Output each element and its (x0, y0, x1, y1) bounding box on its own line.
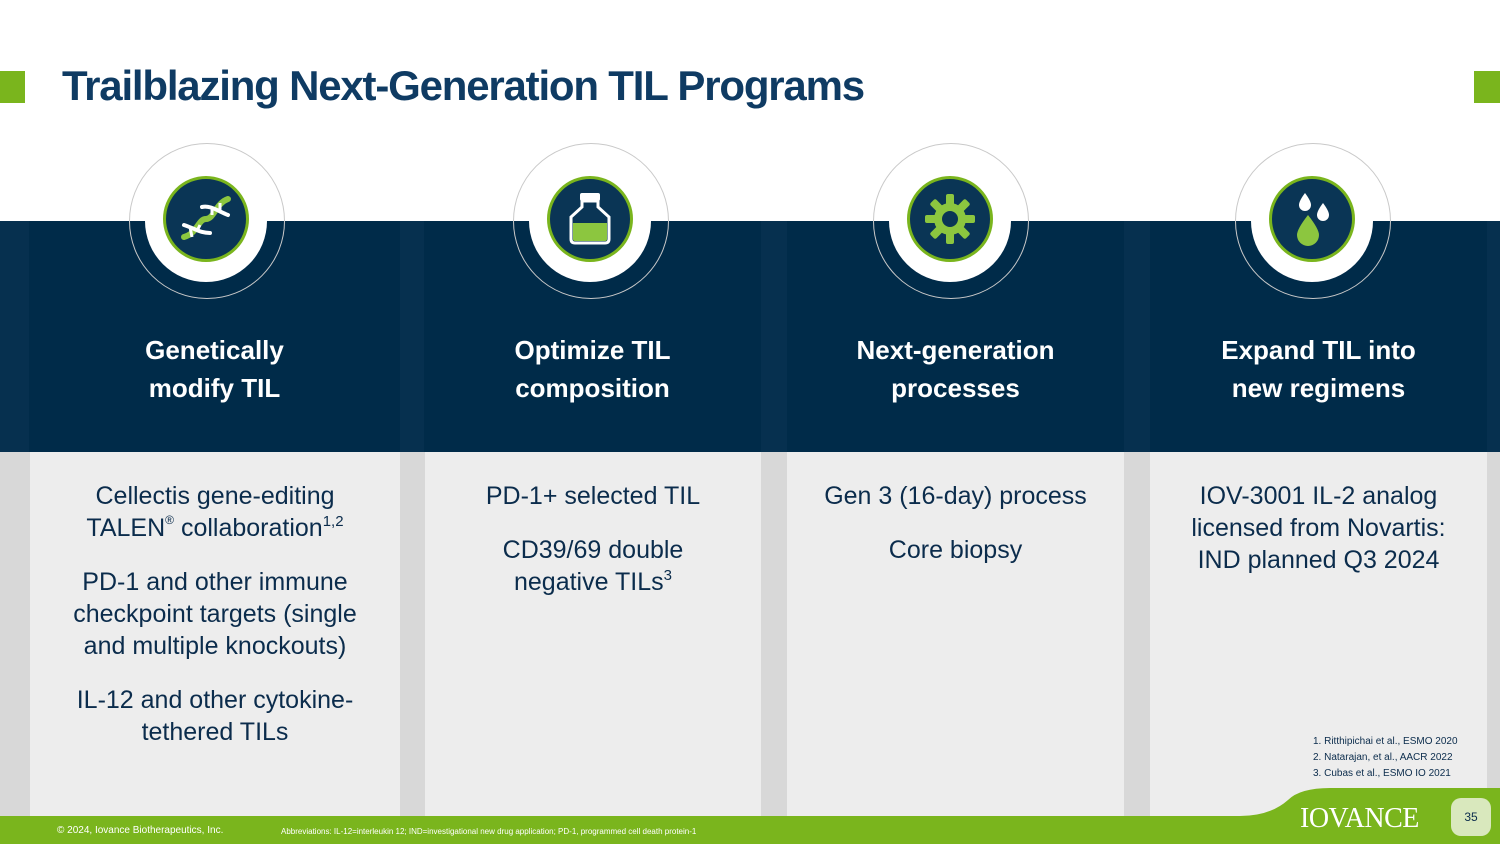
icon-ring (513, 143, 669, 299)
gear-icon (907, 176, 993, 262)
abbreviations: Abbreviations: IL-12=interleukin 12; IND… (281, 827, 697, 836)
page-number: 35 (1451, 798, 1491, 836)
list-item: CD39/69 double negative TILs3 (502, 536, 684, 596)
column-1-body (30, 452, 400, 816)
list-item: PD-1+ selected TIL (485, 482, 701, 510)
column-2-text: PD-1+ selected TIL CD39/69 double negati… (468, 480, 718, 620)
icon-ring (873, 143, 1029, 299)
column-3-body (787, 452, 1124, 816)
reference-item: 1. Ritthipichai et al., ESMO 2020 (1313, 736, 1458, 747)
references: 1. Ritthipichai et al., ESMO 2020 2. Nat… (1313, 734, 1458, 782)
column-4-body (1150, 452, 1487, 816)
iovance-logo: IOVANCE (1300, 803, 1419, 834)
column-4-text: IOV-3001 IL-2 analog licensed from Novar… (1190, 480, 1447, 598)
icon-ring (1235, 143, 1391, 299)
list-item: IL-12 and other cytokine-tethered TILs (76, 686, 354, 746)
list-item: Core biopsy (888, 536, 1023, 564)
title-accent-left (0, 71, 25, 103)
dna-icon (163, 176, 249, 262)
footer-bar (0, 816, 1500, 844)
slide-title: Trailblazing Next-Generation TIL Program… (62, 62, 865, 109)
column-2-body (425, 452, 761, 816)
copyright: © 2024, Iovance Biotherapeutics, Inc. (57, 825, 224, 836)
title-accent-right (1474, 71, 1500, 103)
column-3-text: Gen 3 (16-day) process Core biopsy (797, 480, 1114, 588)
list-item: Gen 3 (16-day) process (824, 482, 1087, 510)
list-item: PD-1 and other immune checkpoint targets… (73, 568, 357, 660)
reference-item: 3. Cubas et al., ESMO IO 2021 (1313, 768, 1451, 779)
icon-ring (129, 143, 285, 299)
list-item: IOV-3001 IL-2 analog licensed from Novar… (1191, 482, 1446, 574)
reference-item: 2. Natarajan, et al., AACR 2022 (1313, 752, 1453, 763)
droplets-icon (1269, 176, 1355, 262)
flask-icon (547, 176, 633, 262)
